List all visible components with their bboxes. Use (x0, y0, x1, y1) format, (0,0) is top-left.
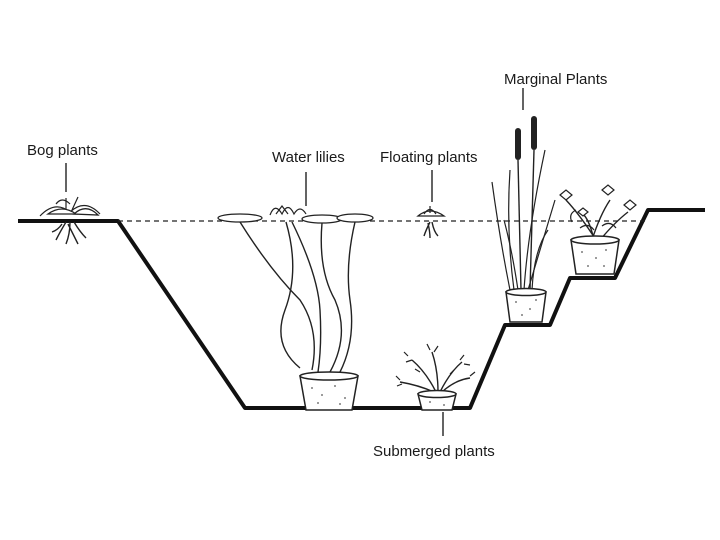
floating-plant (416, 206, 447, 239)
water-lily-pot (299, 371, 359, 411)
bog-plant (39, 196, 101, 245)
submerged-plant (395, 343, 476, 393)
water-lilies (217, 205, 374, 373)
marginal-reed (491, 116, 556, 291)
pond-profile (18, 208, 705, 410)
marginal-flower-pot (570, 235, 620, 275)
label-water-lilies: Water lilies (272, 149, 345, 166)
label-bog-plants: Bog plants (27, 142, 98, 159)
marginal-flower-plant (559, 184, 637, 241)
label-marginal-plants: Marginal Plants (504, 71, 607, 88)
label-floating-plants: Floating plants (380, 149, 478, 166)
marginal-reed-pot (505, 287, 547, 323)
submerged-pot (417, 389, 457, 411)
label-submerged-plants: Submerged plants (373, 443, 495, 460)
